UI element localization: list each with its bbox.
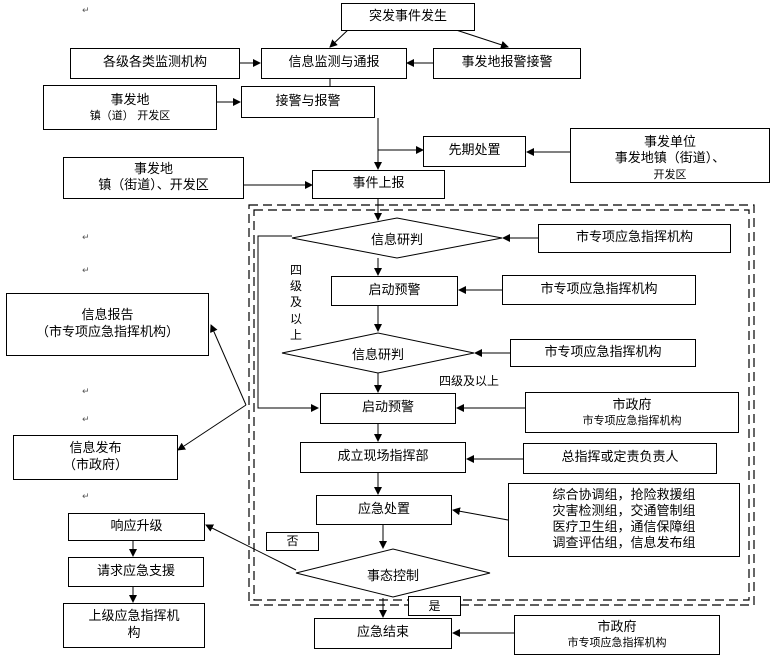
node-commander-label: 总指挥或定责负责人 <box>561 450 679 466</box>
node-field-hq-label: 成立现场指挥部 <box>337 449 429 465</box>
paragraph-mark: ↵ <box>82 387 90 397</box>
arrow-to-info-release <box>177 404 247 451</box>
node-emergency-handling-label: 应急处置 <box>357 501 410 517</box>
node-gov-2-line2: 市专项应急指挥机构 <box>567 636 667 650</box>
node-site-town-line1: 事发地 <box>110 92 150 108</box>
diamond-info-judge-1-label: 信息研判 <box>370 233 423 248</box>
node-unit-line3: 开发区 <box>653 167 687 181</box>
node-gov-1: 市政府市专项应急指挥机构 <box>525 392 739 433</box>
group-line: 调查评估组，信息发布组 <box>552 536 696 552</box>
node-response-upgrade: 响应升级 <box>68 513 205 541</box>
node-info-release-line1: 信息发布 <box>69 441 122 457</box>
paragraph-mark: ↵ <box>82 415 90 425</box>
node-emergency-end-label: 应急结束 <box>356 625 409 641</box>
node-commander: 总指挥或定责负责人 <box>523 443 717 474</box>
node-city-cmd-3-label: 市专项应急指挥机构 <box>544 344 662 360</box>
node-occurrence: 突发事件发生 <box>341 3 475 31</box>
diamond-info-judge-2-label: 信息研判 <box>351 348 404 363</box>
node-upper-cmd-line1: 上级应急指挥机 <box>88 609 180 625</box>
node-site-report: 事发地报警接警 <box>433 48 581 79</box>
node-gov-2: 市政府市专项应急指挥机构 <box>514 615 720 655</box>
node-response-upgrade-label: 响应升级 <box>110 518 163 534</box>
node-receive-report: 接警与报警 <box>241 86 375 118</box>
dashed-frame-outer <box>248 204 755 606</box>
group-line: 医疗卫生组，通信保障组 <box>552 520 696 535</box>
dashed-frame-inner <box>253 209 750 601</box>
node-request-support-label: 请求应急支援 <box>96 563 175 579</box>
node-info-monitor: 信息监测与通报 <box>261 48 407 79</box>
label-yes-text: 是 <box>428 598 441 613</box>
node-event-report: 事件上报 <box>312 170 445 199</box>
node-site-town-2-line1: 事发地 <box>133 161 173 177</box>
paragraph-mark: ↵ <box>82 266 90 276</box>
node-start-warn-1: 启动预警 <box>331 276 458 306</box>
diamond-situation-control-label: 事态控制 <box>366 569 419 584</box>
node-city-cmd-3: 市专项应急指挥机构 <box>510 339 696 367</box>
label-yes: 是 <box>408 596 461 616</box>
loop-judge1-left <box>257 235 319 412</box>
group-line: 综合协调组，抢险救援组 <box>552 487 696 503</box>
node-info-monitor-label: 信息监测与通报 <box>288 55 380 71</box>
arrow-occur-to-monitor <box>329 27 351 48</box>
node-site-report-label: 事发地报警接警 <box>461 55 553 71</box>
node-unit-line2: 事发地镇（街道）、 <box>614 151 726 167</box>
level-four-label: 四级及以上 <box>439 374 500 388</box>
node-city-cmd-1-label: 市专项应急指挥机构 <box>575 230 693 246</box>
node-info-report-line2: （市专项应急指挥机构） <box>35 324 179 340</box>
node-upper-cmd-line2: 构 <box>127 625 141 641</box>
node-city-cmd-2-label: 市专项应急指挥机构 <box>540 281 658 297</box>
node-site-town: 事发地镇（道） 开发区 <box>43 85 217 130</box>
node-info-report-line1: 信息报告 <box>81 308 134 324</box>
node-start-warn-2: 启动预警 <box>320 393 456 424</box>
level-four-vertical: 四级及以上 <box>289 263 302 342</box>
node-request-support: 请求应急支援 <box>68 557 204 587</box>
arrow-occur-to-report <box>449 27 509 49</box>
node-receive-report-label: 接警与报警 <box>275 93 341 109</box>
node-monitor-orgs-label: 各级各类监测机构 <box>102 55 207 71</box>
arrow-control-to-upgrade <box>205 524 297 571</box>
node-info-report: 信息报告（市专项应急指挥机构） <box>6 293 209 356</box>
node-info-release-line2: （市政府） <box>62 457 128 473</box>
paragraph-mark: ↵ <box>82 233 90 243</box>
node-city-cmd-1: 市专项应急指挥机构 <box>538 224 731 253</box>
node-gov-1-line1: 市政府 <box>612 397 652 413</box>
arrow-groups-to-handling <box>452 507 509 521</box>
node-field-hq: 成立现场指挥部 <box>300 442 466 473</box>
group-line: 灾害检测组，交通管制组 <box>552 503 696 519</box>
node-unit: 事发单位事发地镇（街道）、开发区 <box>570 128 770 183</box>
node-monitor-orgs: 各级各类监测机构 <box>70 48 240 79</box>
label-no-text: 否 <box>286 534 299 548</box>
node-unit-line1: 事发单位 <box>643 135 696 150</box>
node-occurrence-label: 突发事件发生 <box>368 8 447 24</box>
node-site-town-line2: 镇（道） 开发区 <box>89 108 171 122</box>
node-gov-2-line1: 市政府 <box>597 620 637 635</box>
diamond-situation-control <box>295 548 491 598</box>
node-emergency-end: 应急结束 <box>314 618 452 649</box>
label-no: 否 <box>266 532 319 551</box>
paragraph-mark: ↵ <box>82 492 90 502</box>
node-prior-handling-label: 先期处置 <box>448 143 501 159</box>
node-city-cmd-2: 市专项应急指挥机构 <box>502 275 696 305</box>
node-event-report-label: 事件上报 <box>352 176 405 192</box>
arrow-to-info-report <box>210 324 247 406</box>
node-groups: 综合协调组，抢险救援组 灾害检测组，交通管制组 医疗卫生组，通信保障组 调查评估… <box>508 483 740 557</box>
node-info-release: 信息发布（市政府） <box>13 435 178 480</box>
diamond-info-judge-1 <box>291 217 503 259</box>
node-start-warn-2-label: 启动预警 <box>361 400 414 416</box>
node-start-warn-1-label: 启动预警 <box>368 282 421 298</box>
diamond-info-judge-2 <box>281 332 475 374</box>
node-prior-handling: 先期处置 <box>423 136 526 167</box>
node-site-town-2-line2: 镇（街道）、开发区 <box>98 178 209 193</box>
node-gov-1-line2: 市专项应急指挥机构 <box>582 413 682 427</box>
paragraph-mark: ↵ <box>82 6 90 16</box>
node-site-town-2: 事发地镇（街道）、开发区 <box>63 157 244 199</box>
node-upper-cmd: 上级应急指挥机构 <box>63 603 205 648</box>
node-emergency-handling: 应急处置 <box>316 495 452 525</box>
